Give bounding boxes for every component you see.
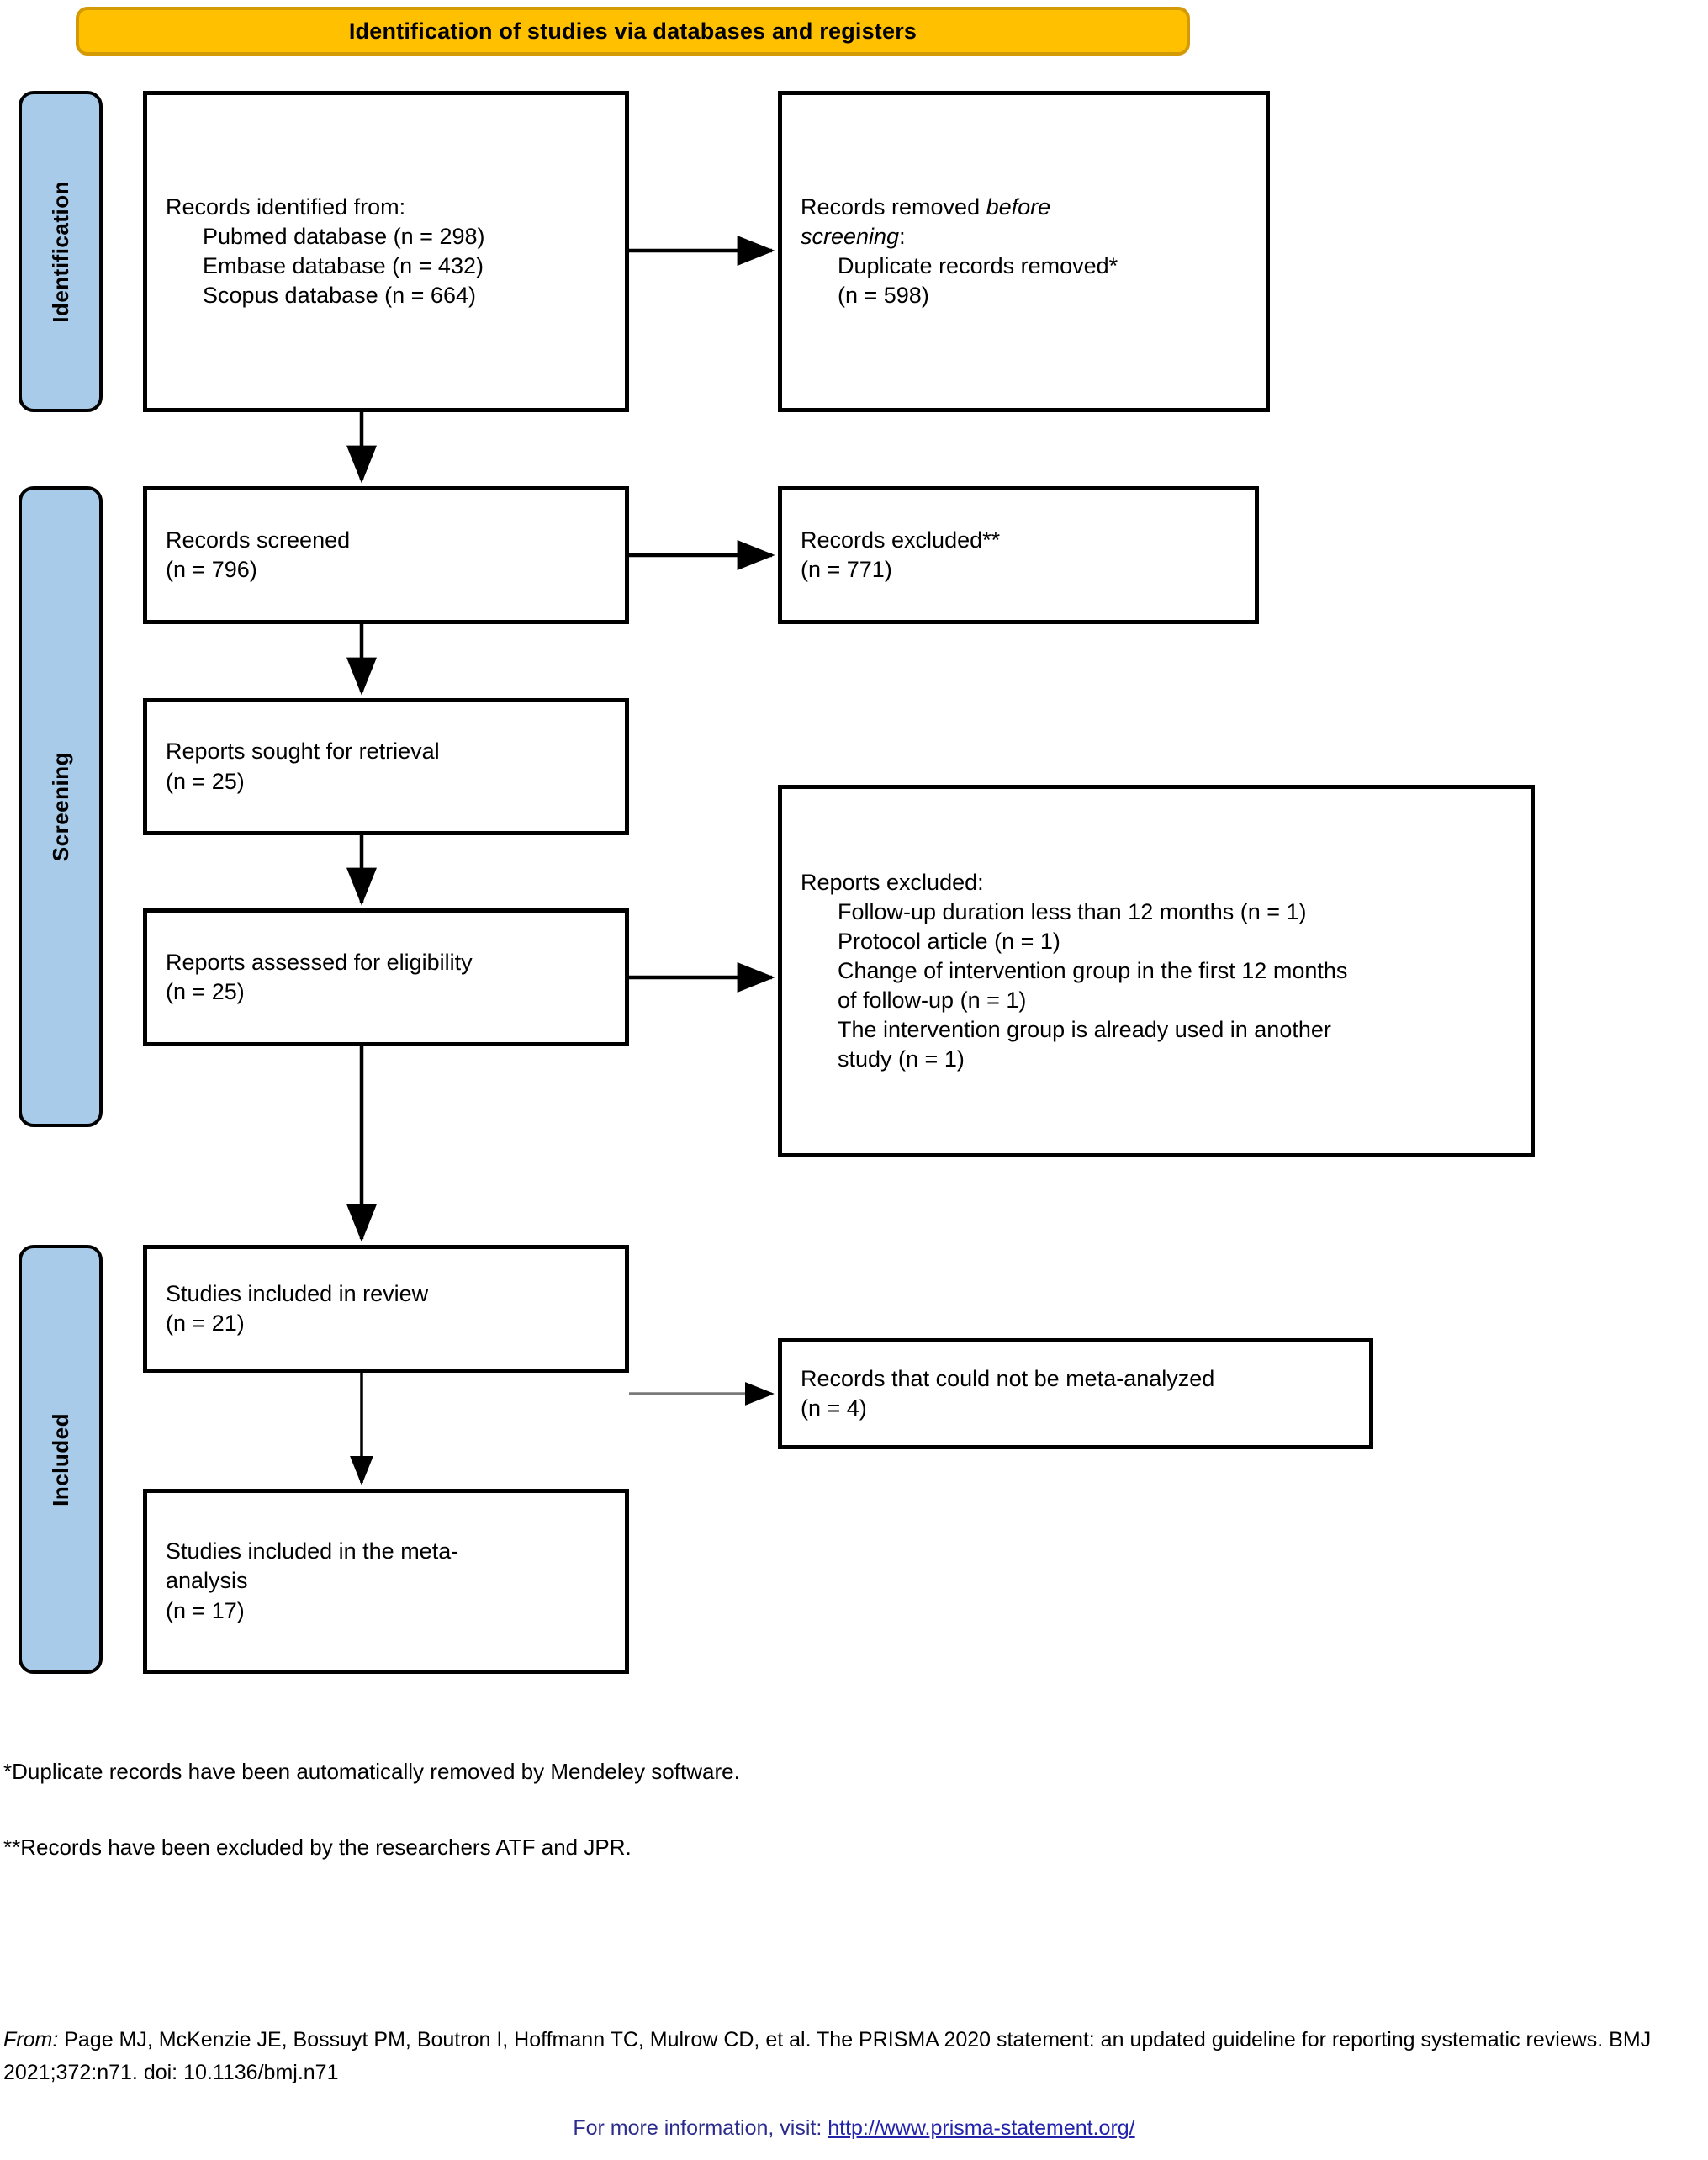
records-removed-line-2-italic: screening <box>801 223 900 249</box>
records-removed-count: (n = 598) <box>838 283 929 309</box>
reports-excluded-reason-3b: of follow-up (n = 1) <box>838 987 1027 1014</box>
phase-label-included: Included <box>19 1245 103 1674</box>
records-removed-line-1-italic: before <box>986 193 1051 220</box>
phase-label-identification: Identification <box>19 91 103 412</box>
records-removed-line-2: screening: <box>801 222 1247 251</box>
records-identified-embase: Embase database (n = 432) <box>203 253 484 278</box>
studies-in-review-count: (n = 21) <box>166 1310 245 1336</box>
reports-excluded-reason-4b: study (n = 1) <box>838 1046 965 1072</box>
source-citation: From: Page MJ, McKenzie JE, Bossuyt PM, … <box>3 2024 1706 2089</box>
footnote-excluded: **Records have been excluded by the rese… <box>3 1834 632 1860</box>
box-records-excluded: Records excluded** (n = 771) <box>778 486 1259 624</box>
records-identified-pubmed: Pubmed database (n = 298) <box>203 223 485 249</box>
studies-in-meta-label-1: Studies included in the meta- <box>166 1538 459 1564</box>
not-meta-analyzed-label: Records that could not be meta-analyzed <box>801 1365 1215 1391</box>
box-studies-included-in-meta-analysis: Studies included in the meta- analysis (… <box>143 1489 629 1674</box>
not-meta-analyzed-count: (n = 4) <box>801 1395 867 1421</box>
more-information-line: For more information, visit: http://www.… <box>0 2116 1708 2141</box>
box-reports-sought-for-retrieval: Reports sought for retrieval (n = 25) <box>143 698 629 835</box>
reports-excluded-reason-3a: Change of intervention group in the firs… <box>838 957 1348 983</box>
records-removed-line-1-plain: Records removed <box>801 193 986 220</box>
phase-label-screening: Screening <box>19 486 103 1127</box>
records-excluded-count: (n = 771) <box>801 557 892 582</box>
box-records-identified: Records identified from: Pubmed database… <box>143 91 629 412</box>
records-identified-line-1: Records identified from: <box>166 193 406 220</box>
records-identified-scopus: Scopus database (n = 664) <box>203 283 476 309</box>
diagram-title-banner: Identification of studies via databases … <box>76 7 1190 56</box>
box-reports-assessed-for-eligibility: Reports assessed for eligibility (n = 25… <box>143 908 629 1046</box>
reports-sought-label: Reports sought for retrieval <box>166 739 440 765</box>
citation-text: Page MJ, McKenzie JE, Bossuyt PM, Boutro… <box>3 2028 1652 2084</box>
records-screened-count: (n = 796) <box>166 557 257 582</box>
records-excluded-label: Records excluded** <box>801 527 1001 553</box>
box-reports-excluded: Reports excluded: Follow-up duration les… <box>778 785 1535 1157</box>
more-information-label: For more information, visit: <box>573 2116 828 2140</box>
reports-excluded-label: Reports excluded: <box>801 869 984 895</box>
box-records-removed-before-screening: Records removed before screening: Duplic… <box>778 91 1270 412</box>
reports-excluded-reason-2: Protocol article (n = 1) <box>838 928 1060 954</box>
box-records-not-meta-analyzed: Records that could not be meta-analyzed … <box>778 1338 1373 1449</box>
reports-assessed-count: (n = 25) <box>166 979 245 1004</box>
footnote-duplicates: *Duplicate records have been automatical… <box>3 1759 740 1784</box>
reports-excluded-reason-4a: The intervention group is already used i… <box>838 1017 1331 1043</box>
studies-in-review-label: Studies included in review <box>166 1280 429 1306</box>
records-screened-label: Records screened <box>166 527 351 553</box>
records-removed-line-1: Records removed before <box>801 193 1247 222</box>
reports-excluded-reason-1: Follow-up duration less than 12 months (… <box>838 898 1307 924</box>
diagram-title: Identification of studies via databases … <box>348 18 917 44</box>
prisma-statement-link[interactable]: http://www.prisma-statement.org/ <box>828 2116 1135 2140</box>
reports-assessed-label: Reports assessed for eligibility <box>166 949 473 975</box>
box-records-screened: Records screened (n = 796) <box>143 486 629 624</box>
records-removed-duplicates: Duplicate records removed* <box>838 253 1118 278</box>
reports-sought-count: (n = 25) <box>166 768 245 794</box>
citation-from-label: From: <box>3 2028 59 2051</box>
box-studies-included-in-review: Studies included in review (n = 21) <box>143 1245 629 1373</box>
studies-in-meta-count: (n = 17) <box>166 1597 245 1623</box>
studies-in-meta-label-2: analysis <box>166 1568 248 1594</box>
records-removed-line-2-plain: : <box>899 223 906 249</box>
